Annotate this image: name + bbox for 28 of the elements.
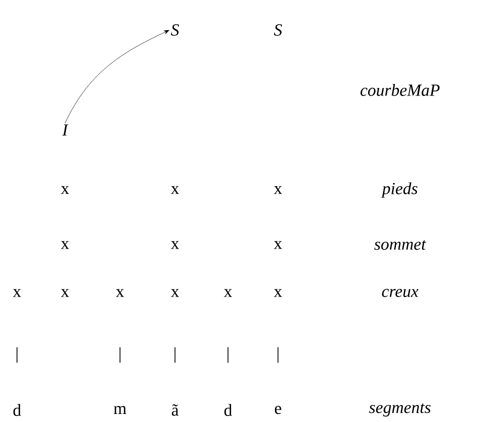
tier-label: creux [382,288,418,298]
segment-letter: d [224,404,232,416]
arrow [64,30,170,124]
tier-label: segments [369,403,431,417]
segment-letter: e [274,406,282,414]
tier-label: pieds [381,182,418,198]
grid-mark: x [170,241,180,249]
tone-symbol: S [170,24,179,36]
tone-symbol: S [274,24,282,36]
grid-mark: x [274,241,282,249]
grid-mark: x [12,289,22,297]
grid-mark: x [170,186,180,194]
grid-mark: x [224,289,232,297]
segment-letter: ã [172,404,179,416]
grid-mark: x [274,186,282,194]
grid-mark: x [170,289,180,297]
grid-mark: x [274,289,282,297]
association-line: | [174,347,176,363]
association-line: | [16,347,18,363]
grid-mark: x [60,289,70,297]
grid-mark: x [60,241,70,249]
grid-mark: x [116,289,124,297]
tier-label: sommet [374,240,426,250]
segment-letter: m [114,406,126,414]
tone-symbol: I [62,124,68,136]
segment-letter: d [13,404,22,416]
grid-mark: x [60,186,70,194]
tier-label: courbeMaP [360,84,440,96]
